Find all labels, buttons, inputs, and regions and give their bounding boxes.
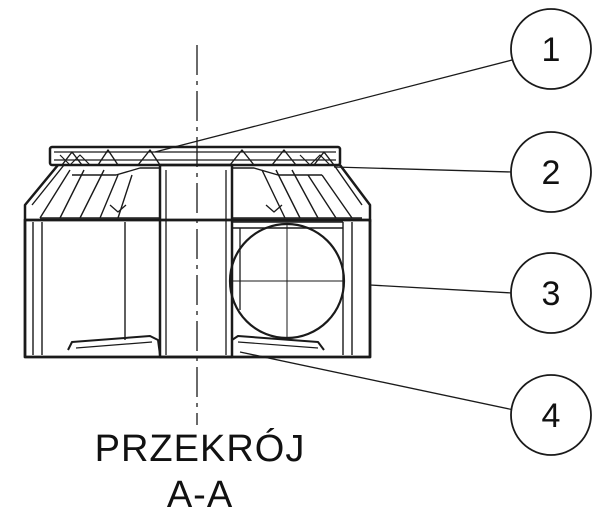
leader-1 [154, 59, 513, 153]
leader-4 [239, 351, 515, 411]
callout-3: 3 [510, 252, 592, 334]
callout-4-label: 4 [542, 397, 561, 435]
leader-lines [154, 59, 515, 411]
callout-2: 2 [510, 131, 592, 213]
frame-cone [23, 164, 372, 222]
callout-2-label: 2 [542, 154, 561, 192]
callout-4: 4 [510, 374, 592, 456]
lid-grate [48, 145, 342, 167]
callout-1: 1 [510, 8, 592, 90]
base-plates [67, 335, 325, 356]
inlet-opening [228, 222, 346, 340]
section-caption-id: A-A [166, 474, 234, 516]
leader-2 [333, 166, 513, 173]
callout-3-label: 3 [542, 275, 561, 313]
section-caption-title: PRZEKRÓJ [94, 428, 306, 470]
leader-3 [369, 284, 513, 294]
callout-1-label: 1 [542, 31, 561, 69]
central-pipe [158, 163, 234, 359]
